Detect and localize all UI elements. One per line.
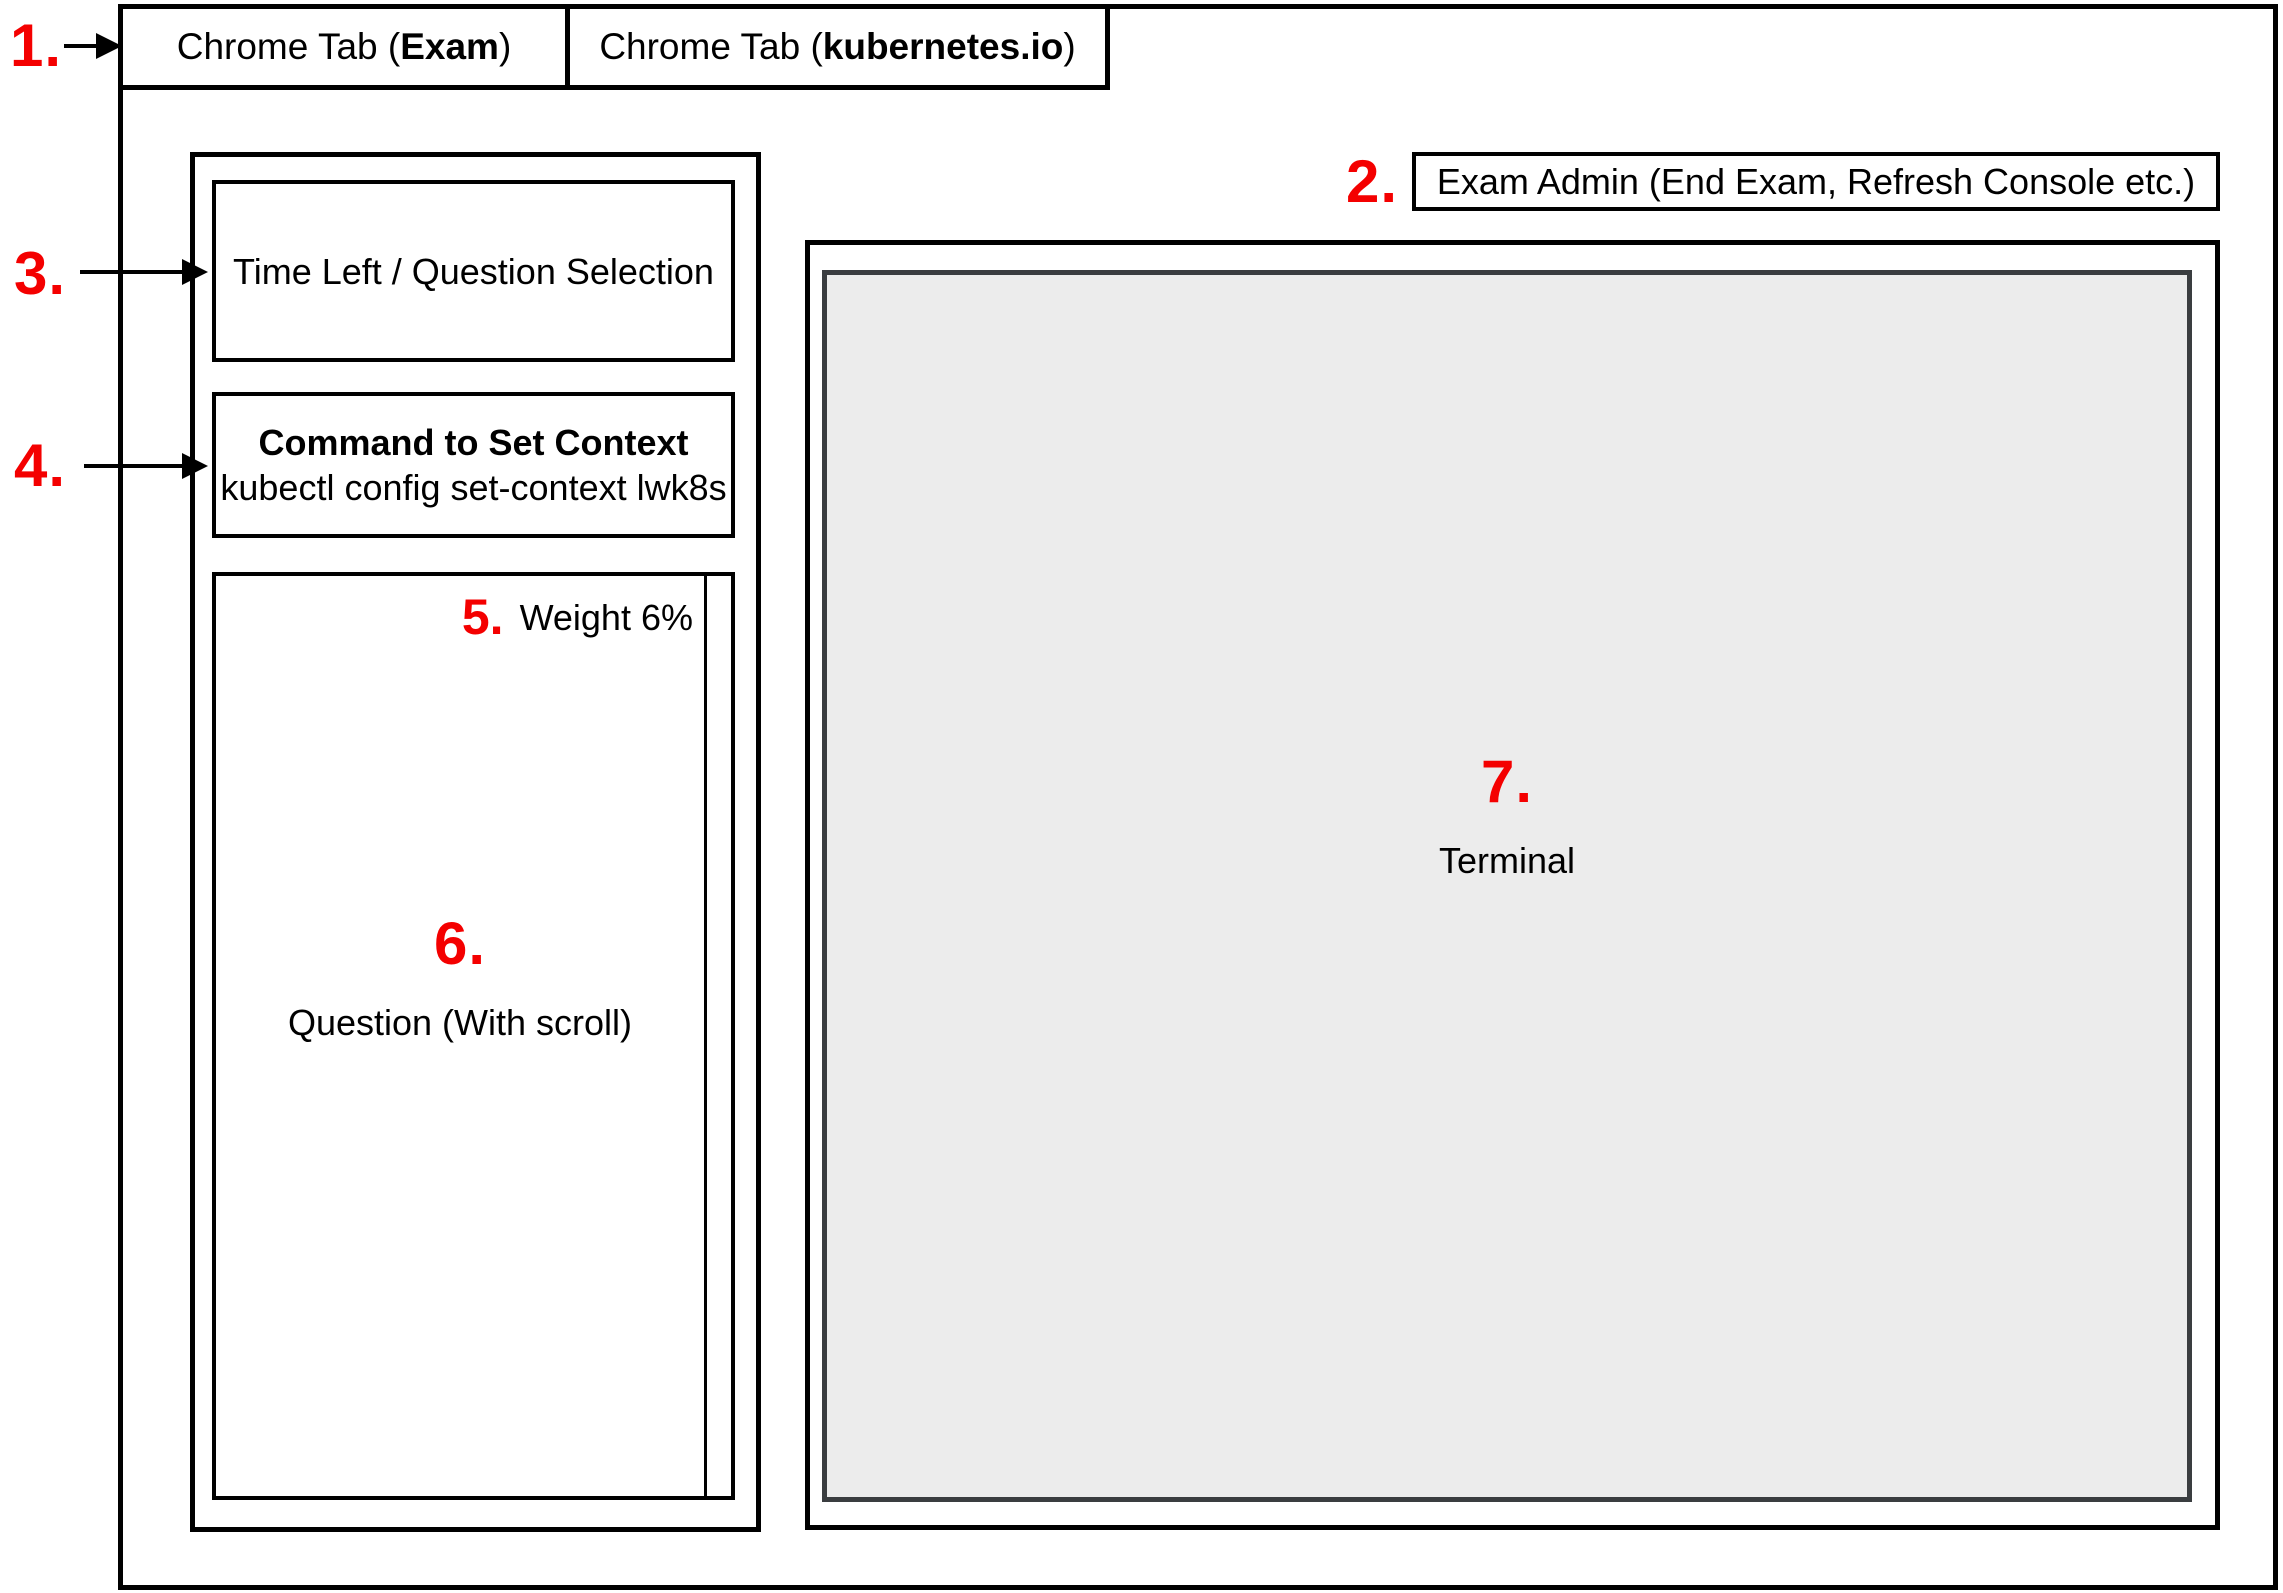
annotation-7: 7.: [1480, 748, 1534, 815]
terminal-label: Terminal: [1438, 840, 1576, 881]
question-label: Question (With scroll): [287, 1002, 633, 1043]
set-context-title: Command to Set Context: [258, 422, 689, 463]
annotation-4: 4.: [14, 432, 67, 499]
set-context-command-box: Command to Set Context kubectl config se…: [212, 392, 735, 538]
time-left-label: Time Left / Question Selection: [233, 250, 714, 292]
annotation-1: 1.: [10, 12, 63, 79]
set-context-command: kubectl config set-context lwk8s: [220, 467, 727, 508]
annotation-5: 5.: [461, 589, 504, 645]
time-left-question-selection-box: Time Left / Question Selection: [212, 180, 735, 362]
annotation-6: 6.: [433, 910, 487, 977]
chrome-tab-kubernetes-label: Chrome Tab (kubernetes.io): [599, 25, 1076, 67]
chrome-tab-kubernetes: Chrome Tab (kubernetes.io): [565, 4, 1110, 90]
annotation-3: 3.: [14, 240, 67, 307]
exam-admin-box: Exam Admin (End Exam, Refresh Console et…: [1412, 152, 2220, 211]
terminal-screen: [822, 270, 2192, 1502]
chrome-tab-exam-label: Chrome Tab (Exam): [176, 25, 512, 67]
question-center-group: 6. Question (With scroll): [216, 914, 704, 1045]
question-weight-row: 5. Weight 6%: [462, 592, 693, 642]
annotation-2: 2.: [1345, 147, 1398, 215]
question-weight-label: Weight 6%: [519, 596, 693, 638]
question-scrollbar: [704, 576, 707, 1496]
terminal-center-group: 7. Terminal: [822, 752, 2192, 883]
question-panel: 5. Weight 6% 6. Question (With scroll): [212, 572, 735, 1500]
arrow-annotation-1-icon: [64, 33, 122, 59]
exam-admin-label: Exam Admin (End Exam, Refresh Console et…: [1436, 161, 2196, 202]
chrome-tab-exam: Chrome Tab (Exam): [118, 4, 570, 90]
